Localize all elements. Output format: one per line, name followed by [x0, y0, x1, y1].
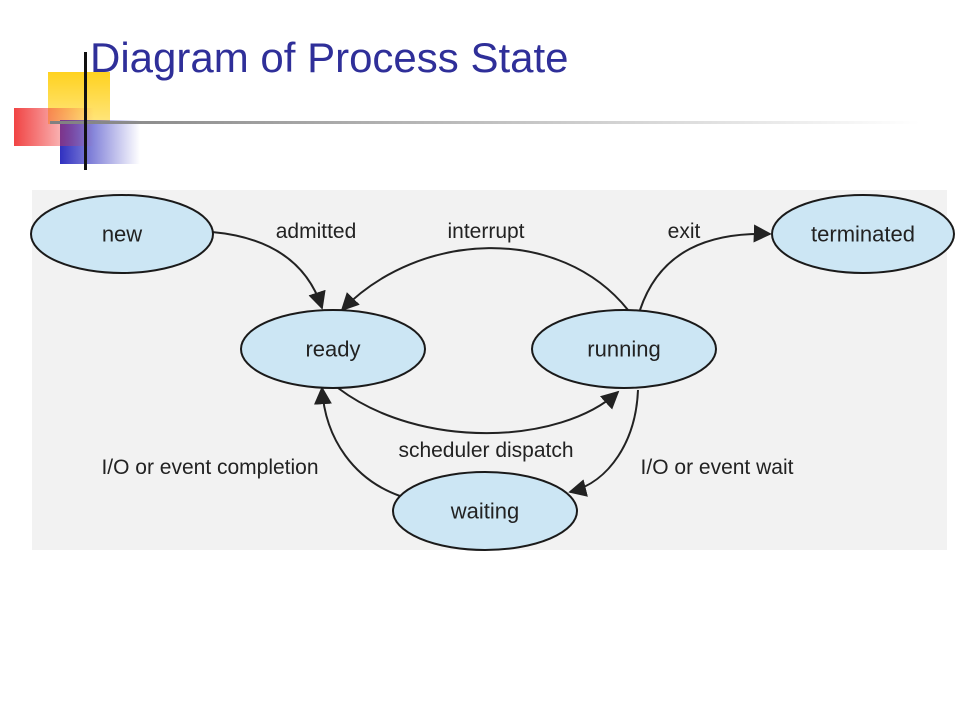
edge-interrupt [340, 247, 629, 312]
edge-scheduler-dispatch [337, 387, 620, 435]
label-scheduler-dispatch: scheduler dispatch [398, 439, 573, 462]
edge-exit [639, 224, 772, 311]
edge-io-event-completion [313, 386, 401, 497]
label-exit: exit [668, 220, 701, 243]
state-new-node [30, 194, 214, 274]
state-ready: ready [240, 309, 426, 389]
state-waiting-label: waiting [450, 499, 519, 524]
state-waiting-node [392, 471, 578, 551]
state-ready-node [240, 309, 426, 389]
state-terminated-node [771, 194, 955, 274]
state-terminated-label: terminated [811, 222, 915, 247]
label-io-event-completion: I/O or event completion [101, 456, 318, 479]
label-admitted: admitted [276, 220, 357, 243]
state-running: running [531, 309, 717, 389]
state-waiting: waiting [392, 471, 578, 551]
slide-title: Diagram of Process State [90, 34, 569, 81]
state-terminated: terminated [771, 194, 955, 274]
label-interrupt: interrupt [447, 220, 524, 243]
decor-vertical-line [84, 52, 87, 170]
state-ready-label: ready [305, 337, 360, 362]
state-new: new [30, 194, 214, 274]
edge-admitted [211, 231, 326, 310]
label-io-event-wait: I/O or event wait [641, 456, 794, 479]
edge-io-event-wait [568, 389, 639, 497]
corner-decoration [14, 52, 920, 170]
state-running-node [531, 309, 717, 389]
decor-red-bar [14, 108, 94, 146]
state-new-label: new [102, 222, 142, 247]
decor-horizontal-rule [50, 121, 920, 124]
state-running-label: running [587, 337, 660, 362]
